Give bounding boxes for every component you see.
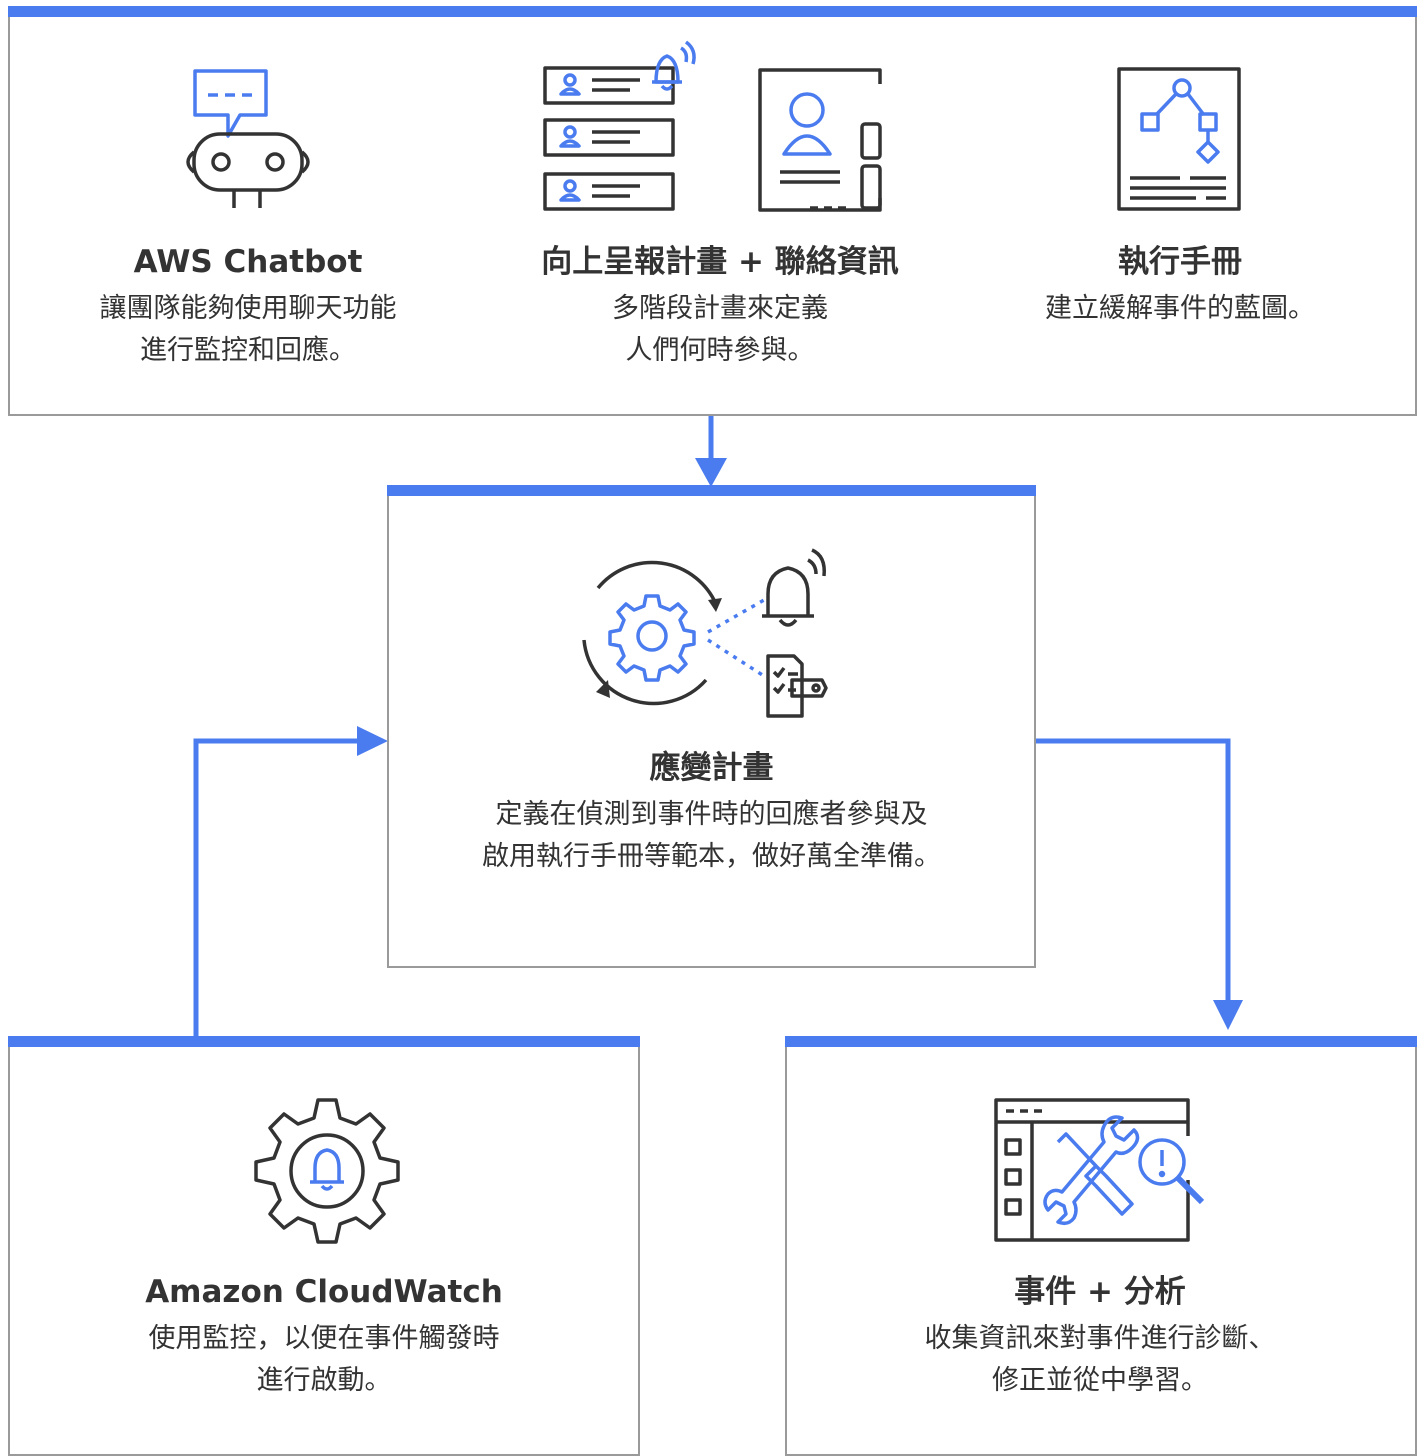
cloudwatch-title: Amazon CloudWatch [145,1274,503,1310]
incident-analysis-description: 收集資訊來對事件進行診斷、 修正並從中學習。 [924,1323,1276,1396]
response-plan-title: 應變計畫 [649,750,774,786]
cloudwatch-gear-bell-icon [254,1098,400,1244]
incident-analysis-card: 事件 + 分析 收集資訊來對事件進行診斷、 修正並從中學習。 [870,1272,1330,1402]
incident-analysis-accent-bar [785,1036,1417,1047]
runbook-title: 執行手冊 [1118,244,1242,280]
escalation-title: 向上呈報計畫 + 聯絡資訊 [541,244,899,280]
response-plan-gear-icon [582,548,828,718]
incident-analysis-tools-icon [994,1098,1205,1242]
runbook-card: 執行手冊 建立緩解事件的藍圖。 [990,242,1370,330]
escalation-card: 向上呈報計畫 + 聯絡資訊 多階段計畫來定義 人們何時參與。 [500,242,940,372]
cloudwatch-description: 使用監控，以便在事件觸發時 進行啟動。 [148,1323,500,1396]
response-plan-description: 定義在偵測到事件時的回應者參與及 啟用執行手冊等範本，做好萬全準備。 [482,799,941,872]
chatbot-robot-icon [186,69,310,208]
incident-analysis-panel [785,1036,1417,1456]
response-plan-panel [387,485,1036,968]
arrow-center-to-analysis [1034,738,1231,1002]
top-panel [8,6,1417,416]
escalation-contacts-icon [543,40,882,212]
chatbot-card: AWS Chatbot 讓團隊能夠使用聊天功能 進行監控和回應。 [58,242,438,372]
chatbot-description: 讓團隊能夠使用聊天功能 進行監控和回應。 [99,293,397,366]
cloudwatch-accent-bar [8,1036,640,1047]
incident-analysis-title: 事件 + 分析 [1014,1274,1186,1310]
arrow-cloudwatch-to-center [193,738,360,1036]
top-panel-accent-bar [8,6,1417,17]
response-plan-accent-bar [387,485,1036,496]
cloudwatch-card: Amazon CloudWatch 使用監控，以便在事件觸發時 進行啟動。 [94,1272,554,1402]
escalation-description: 多階段計畫來定義 人們何時參與。 [612,293,828,366]
runbook-document-icon [1117,67,1241,211]
runbook-description: 建立緩解事件的藍圖。 [1045,293,1315,324]
response-plan-card: 應變計畫 定義在偵測到事件時的回應者參與及 啟用執行手冊等範本，做好萬全準備。 [420,748,1003,878]
chatbot-title: AWS Chatbot [133,244,363,280]
